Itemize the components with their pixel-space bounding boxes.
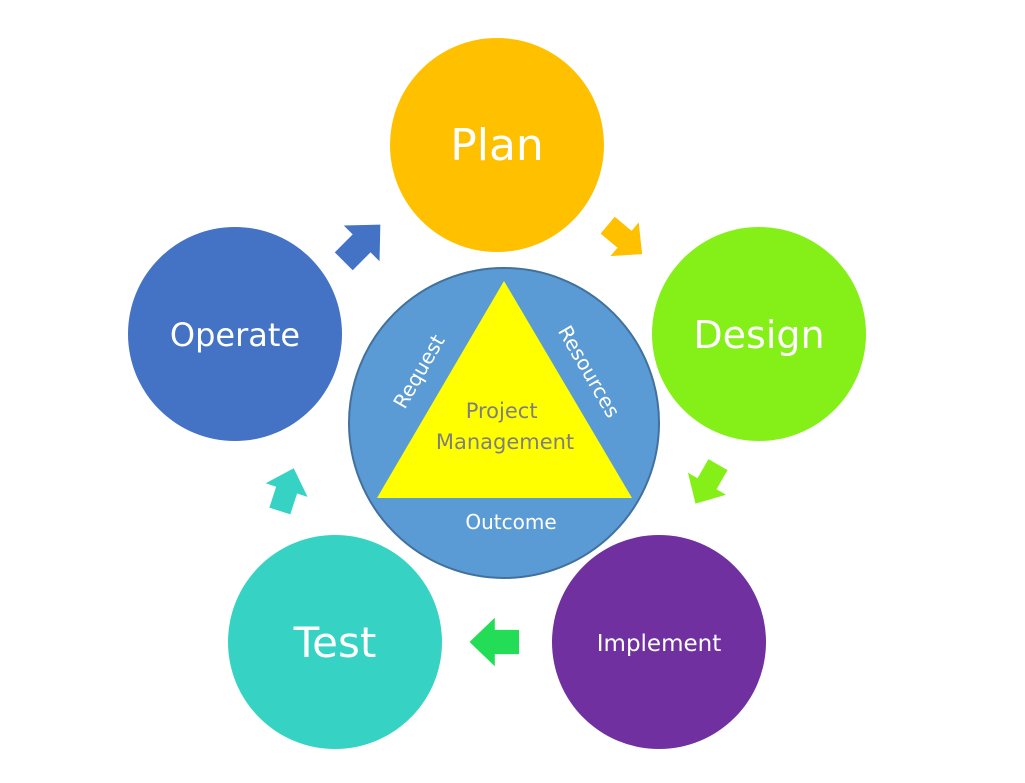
stage-operate-label: Operate xyxy=(170,316,300,354)
center-title: Project Management xyxy=(436,399,574,454)
stage-test: Test xyxy=(228,535,442,749)
stage-implement: Implement xyxy=(552,535,766,749)
stage-design: Design xyxy=(652,227,866,441)
stage-test-circle xyxy=(228,535,442,749)
stage-operate: Operate xyxy=(128,227,342,441)
center-title-line1: Project xyxy=(466,399,538,423)
center-triangle xyxy=(377,281,632,498)
arrow-test-to-operate-icon xyxy=(265,468,308,515)
arrow-design-to-implement-icon xyxy=(687,459,728,504)
stage-implement-label: Implement xyxy=(597,631,721,657)
stage-operate-circle xyxy=(128,227,342,441)
arrow-operate-to-plan-icon xyxy=(334,224,381,271)
stage-plan-circle xyxy=(390,38,604,252)
center-title-line2: Management xyxy=(436,430,574,454)
stage-plan-label: Plan xyxy=(450,120,544,171)
arrow-plan-to-design-icon xyxy=(600,216,643,257)
label-outcome: Outcome xyxy=(465,510,556,534)
arrow-implement-to-test-icon xyxy=(469,617,519,667)
stage-plan: Plan xyxy=(390,38,604,252)
project-management-hub: Project Management Request Resources Out… xyxy=(348,267,660,579)
stage-implement-circle xyxy=(552,535,766,749)
stage-design-label: Design xyxy=(693,313,824,357)
stage-design-circle xyxy=(652,227,866,441)
stage-test-label: Test xyxy=(293,618,377,667)
